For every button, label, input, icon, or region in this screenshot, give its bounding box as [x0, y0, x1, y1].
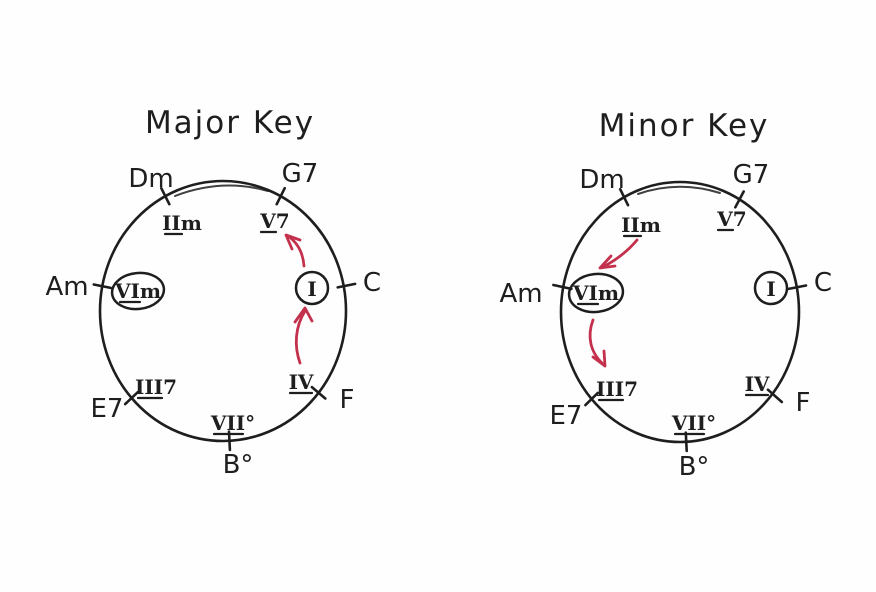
minor-numeral-vim: VIm [572, 281, 619, 305]
major-tick-g7 [275, 186, 287, 206]
minor-numeral-iv: IV [745, 372, 770, 396]
minor-arrow-iim-to-vim [601, 238, 639, 269]
minor-vim-highlight-oval [567, 272, 625, 314]
major-numeral-iii7: III7 [135, 375, 177, 399]
minor-chord-label-g7: G7 [733, 160, 770, 190]
minor-tick-am [552, 283, 573, 291]
major-tick-f [310, 385, 327, 400]
minor-tick-b [684, 431, 689, 453]
minor-chord-label-f: F [796, 388, 811, 418]
major-chord-label-b: B° [223, 450, 254, 480]
major-vim-highlight-oval [110, 271, 166, 311]
major-chord-label-f: F [340, 385, 355, 415]
major-numeral-vim: VIm [114, 279, 161, 303]
major-arrow-iv-to-i [294, 309, 307, 365]
major-numeral-v7: V7 [259, 209, 289, 233]
major-tick-c [336, 282, 357, 289]
minor-circle-outline [559, 180, 801, 444]
major-numeral-i: I [307, 277, 316, 301]
minor-arrow-iim-to-vim-head [598, 254, 617, 270]
major-chord-label-e7: E7 [91, 394, 124, 424]
minor-key-title: Minor Key [599, 108, 770, 144]
minor-chord-label-am: Am [499, 279, 542, 309]
minor-key-diagram: Minor Key Dm G7 C F B° E7 Am IIm V7 I IV… [499, 108, 832, 482]
major-arrow-i-to-v7-head [284, 233, 302, 251]
minor-tick-dm [618, 187, 630, 207]
minor-numeral-iim: IIm [621, 213, 661, 237]
minor-tick-g7 [733, 190, 746, 209]
major-arrow-i-to-v7 [286, 234, 306, 268]
minor-chord-label-c: C [814, 268, 832, 298]
major-tonic-highlight-circle [294, 270, 330, 306]
minor-tonic-highlight-circle [753, 270, 789, 306]
major-chord-label-am: Am [45, 272, 88, 302]
major-chord-label-c: C [363, 268, 381, 298]
major-tick-am [92, 283, 112, 290]
minor-tick-f [766, 388, 784, 404]
minor-chord-label-dm: Dm [579, 165, 624, 195]
minor-arrow-vim-to-iii7-head [591, 349, 607, 368]
major-numeral-vii: VII° [210, 411, 255, 435]
minor-circle-overdraw-stroke [637, 185, 721, 195]
major-numeral-iv: IV [289, 370, 314, 394]
major-arrow-iv-to-i-head [293, 306, 314, 324]
major-key-title: Major Key [145, 105, 315, 141]
minor-tick-c [787, 284, 808, 291]
minor-numeral-v7: V7 [716, 207, 746, 231]
minor-chord-label-b: B° [679, 452, 710, 482]
major-chord-label-dm: Dm [128, 164, 173, 194]
major-chord-label-g7: G7 [282, 159, 319, 189]
minor-chord-label-e7: E7 [550, 401, 583, 431]
minor-numeral-i: I [766, 277, 775, 301]
major-tick-dm [160, 186, 171, 206]
major-numeral-iim: IIm [162, 211, 202, 235]
major-circle-outline [98, 179, 348, 443]
minor-numeral-iii7: III7 [596, 377, 638, 401]
minor-tick-e7 [584, 391, 600, 407]
minor-numeral-vii: VII° [671, 411, 716, 435]
major-key-diagram: Major Key Dm G7 C F B° E7 Am IIm V7 I IV… [45, 105, 381, 480]
major-circle-overdraw-stroke [174, 184, 269, 197]
major-tick-e7 [123, 390, 140, 406]
